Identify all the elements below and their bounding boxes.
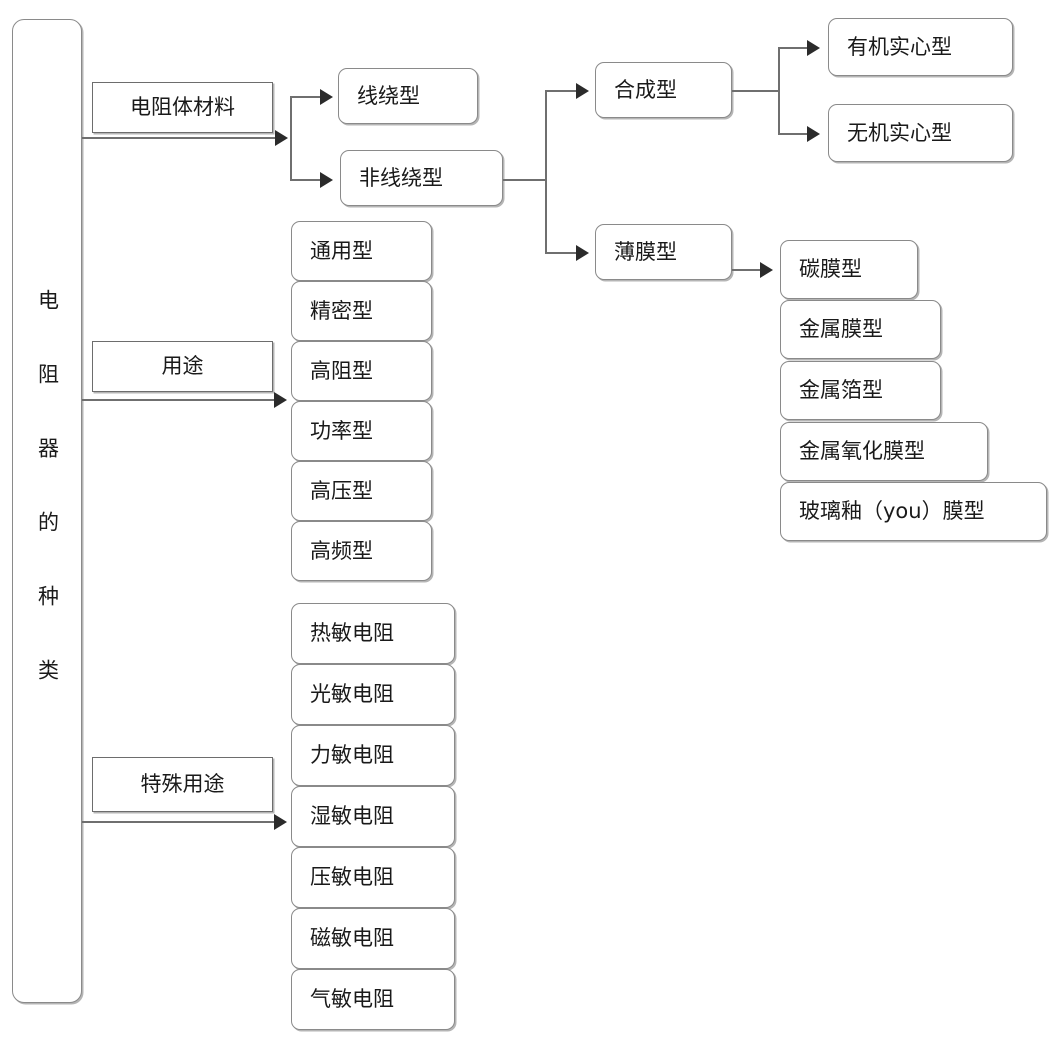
category-box-material[interactable]: 电阻体材料 bbox=[92, 82, 273, 133]
node-force-sensitive-resistor[interactable]: 力敏电阻 bbox=[291, 725, 455, 786]
node-gas-sensitive-resistor-label: 气敏电阻 bbox=[310, 987, 394, 1011]
root-node-label: 电阻器的种类 bbox=[35, 289, 60, 733]
node-high-resistance[interactable]: 高阻型 bbox=[291, 341, 432, 401]
node-film[interactable]: 薄膜型 bbox=[595, 224, 732, 280]
category-box-material-label: 电阻体材料 bbox=[130, 95, 235, 119]
node-precision[interactable]: 精密型 bbox=[291, 281, 432, 341]
arrowhead-material-to-nonwirewound bbox=[320, 172, 333, 188]
node-glass-glaze-film[interactable]: 玻璃釉（you）膜型 bbox=[780, 482, 1047, 541]
connector-composite-to-inorganic bbox=[778, 133, 811, 135]
node-general-purpose-label: 通用型 bbox=[310, 238, 373, 263]
node-non-wirewound[interactable]: 非线绕型 bbox=[340, 150, 503, 206]
node-gas-sensitive-resistor[interactable]: 气敏电阻 bbox=[291, 969, 455, 1030]
root-node-resistor-types[interactable]: 电阻器的种类 bbox=[12, 19, 82, 1003]
connector-composite-out bbox=[732, 90, 780, 92]
node-organic-solid[interactable]: 有机实心型 bbox=[828, 18, 1013, 76]
category-box-special-usage[interactable]: 特殊用途 bbox=[92, 757, 273, 812]
connector-material-to-wirewound bbox=[290, 96, 325, 98]
node-non-wirewound-label: 非线绕型 bbox=[359, 165, 443, 190]
arrowhead-film-to-carbonfilm bbox=[760, 262, 773, 278]
node-photoresistor[interactable]: 光敏电阻 bbox=[291, 664, 455, 725]
arrowhead-root-to-usage bbox=[274, 392, 287, 408]
node-thermistor[interactable]: 热敏电阻 bbox=[291, 603, 455, 664]
connector-root-to-special-usage bbox=[82, 821, 282, 823]
node-general-purpose[interactable]: 通用型 bbox=[291, 221, 432, 281]
node-precision-label: 精密型 bbox=[310, 298, 373, 323]
node-glass-glaze-film-label: 玻璃釉（you）膜型 bbox=[799, 499, 985, 523]
category-box-usage[interactable]: 用途 bbox=[92, 341, 273, 392]
node-thermistor-label: 热敏电阻 bbox=[310, 621, 394, 645]
node-metal-oxide-film-label: 金属氧化膜型 bbox=[799, 439, 925, 463]
node-composite-label: 合成型 bbox=[614, 77, 677, 102]
connector-material-bus bbox=[290, 96, 292, 180]
node-varistor-label: 压敏电阻 bbox=[310, 865, 394, 889]
node-varistor[interactable]: 压敏电阻 bbox=[291, 847, 455, 908]
node-metal-foil-label: 金属箔型 bbox=[799, 378, 883, 402]
arrowhead-composite-to-organic bbox=[807, 40, 820, 56]
node-carbon-film-label: 碳膜型 bbox=[799, 257, 862, 281]
connector-nonwirewound-to-composite bbox=[545, 90, 580, 92]
arrowhead-material-to-wirewound bbox=[320, 89, 333, 105]
node-photoresistor-label: 光敏电阻 bbox=[310, 682, 394, 706]
node-high-frequency-label: 高频型 bbox=[310, 538, 373, 563]
node-metal-film[interactable]: 金属膜型 bbox=[780, 300, 941, 359]
connector-nonwirewound-to-film bbox=[545, 252, 580, 254]
node-film-label: 薄膜型 bbox=[614, 239, 677, 264]
connector-root-to-material bbox=[82, 137, 283, 139]
node-magneto-resistor[interactable]: 磁敏电阻 bbox=[291, 908, 455, 969]
connector-nonwirewound-out bbox=[503, 179, 547, 181]
node-high-voltage-label: 高压型 bbox=[310, 478, 373, 503]
category-box-special-usage-label: 特殊用途 bbox=[140, 772, 225, 796]
category-box-usage-label: 用途 bbox=[161, 354, 204, 378]
connector-composite-bus bbox=[778, 47, 780, 134]
node-high-frequency[interactable]: 高频型 bbox=[291, 521, 432, 581]
node-high-resistance-label: 高阻型 bbox=[310, 358, 373, 383]
node-wirewound[interactable]: 线绕型 bbox=[338, 68, 478, 124]
arrowhead-nonwirewound-to-film bbox=[576, 245, 589, 261]
node-high-voltage[interactable]: 高压型 bbox=[291, 461, 432, 521]
node-magneto-resistor-label: 磁敏电阻 bbox=[310, 926, 394, 950]
connector-nonwirewound-bus bbox=[545, 90, 547, 253]
connector-film-to-carbonfilm bbox=[732, 269, 764, 271]
arrowhead-root-to-special-usage bbox=[274, 814, 287, 830]
node-metal-oxide-film[interactable]: 金属氧化膜型 bbox=[780, 422, 988, 481]
node-metal-film-label: 金属膜型 bbox=[799, 317, 883, 341]
arrowhead-nonwirewound-to-composite bbox=[576, 83, 589, 99]
node-carbon-film[interactable]: 碳膜型 bbox=[780, 240, 918, 299]
node-power-type[interactable]: 功率型 bbox=[291, 401, 432, 461]
node-organic-solid-label: 有机实心型 bbox=[847, 34, 952, 59]
node-metal-foil[interactable]: 金属箔型 bbox=[780, 361, 941, 420]
node-humidity-sensitive-resistor-label: 湿敏电阻 bbox=[310, 804, 394, 828]
node-inorganic-solid-label: 无机实心型 bbox=[847, 120, 952, 145]
node-power-type-label: 功率型 bbox=[310, 418, 373, 443]
node-composite[interactable]: 合成型 bbox=[595, 62, 732, 118]
arrowhead-root-to-material bbox=[275, 130, 288, 146]
node-humidity-sensitive-resistor[interactable]: 湿敏电阻 bbox=[291, 786, 455, 847]
connector-material-to-nonwirewound bbox=[290, 179, 325, 181]
connector-composite-to-organic bbox=[778, 47, 811, 49]
node-inorganic-solid[interactable]: 无机实心型 bbox=[828, 104, 1013, 162]
node-wirewound-label: 线绕型 bbox=[357, 83, 420, 108]
node-force-sensitive-resistor-label: 力敏电阻 bbox=[310, 743, 394, 767]
arrowhead-composite-to-inorganic bbox=[807, 126, 820, 142]
connector-root-to-usage bbox=[82, 399, 282, 401]
